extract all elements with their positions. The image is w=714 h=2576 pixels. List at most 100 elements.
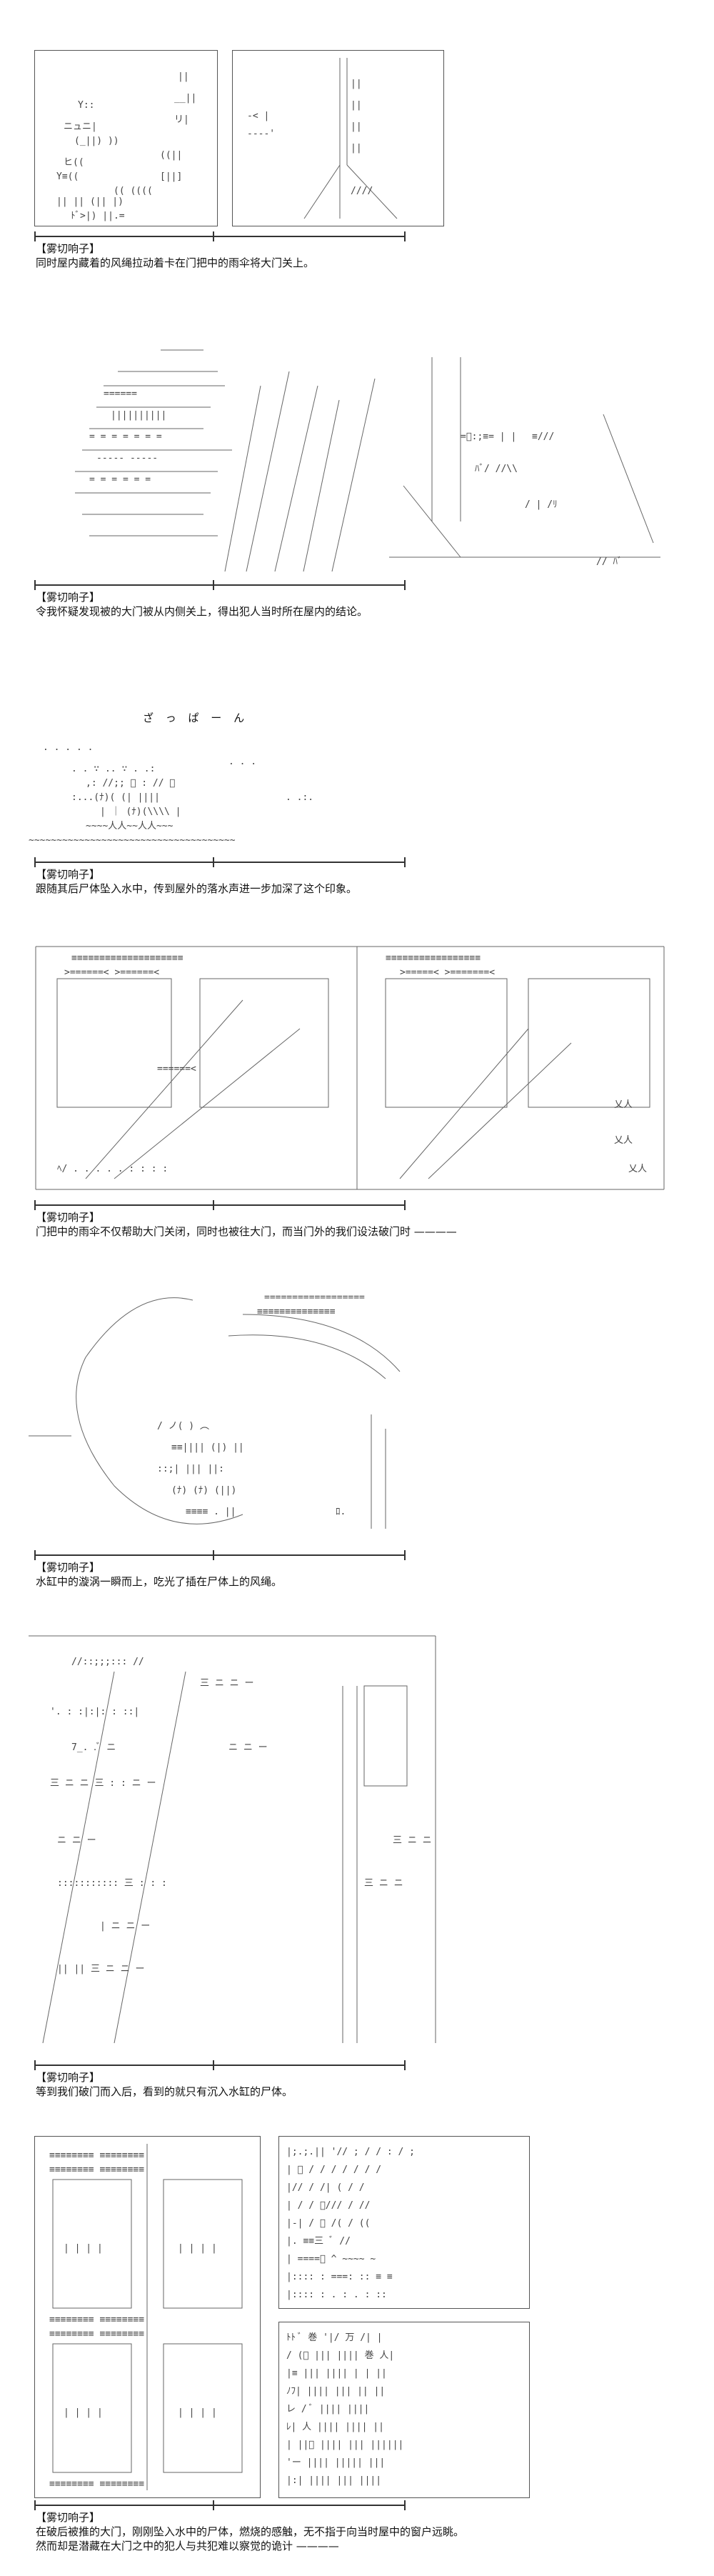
svg-text:|:| |||| ||| ||||: |:| |||| ||| |||| [286,2475,381,2486]
svg-text:| ====ﾞ ^ ~~~~ ~: | ====ﾞ ^ ~~~~ ~ [286,2254,376,2265]
aa-art-panel-1-right: -< | ----' || || || || //// [232,50,444,226]
svg-text:| | | |: | | | | [178,2243,217,2254]
svg-text:((||: ((|| [160,150,182,161]
aa-art-panel-6: //::;;;::: // 三 ニ ニ ー '. : :|:|: : ::| 7… [29,1629,450,2057]
svg-text:>======< >======<: >======< >======< [64,967,159,978]
svg-text:/ ノ( ) ︵: / ノ( ) ︵ [157,1421,209,1432]
caption-line: 跟随其后尸体坠入水中，传到屋外的落水声进一步加深了这个印象。 [36,882,358,895]
svg-text:(_||) )): (_||) )) [74,136,119,146]
svg-text:| | | |: | | | | [178,2407,217,2418]
svg-text:レ / ﾞ |||| ||||: レ / ﾞ |||| |||| [286,2404,369,2415]
caption-panel-2: 【雾切响子】 令我怀疑发现被的大门被从内侧关上，得出犯人当时所在屋内的结论。 [36,590,368,619]
timeline-divider [34,580,406,590]
sound-effect: ざ っ ぱ ー ん [143,712,249,724]
svg-text:| | | |: | | | | [64,2407,103,2418]
svg-text:|. ≡≡三 ﾞ //: |. ≡≡三 ﾞ // [286,2236,351,2247]
svg-text:. .:.: . .:. [286,792,313,803]
svg-text:ﾉﾌ| |||| ||| || ||: ﾉﾌ| |||| ||| || || [286,2386,385,2397]
svg-text:||: || [351,121,362,132]
svg-text:三 ニ ニ: 三 ニ ニ [393,1835,432,1846]
svg-text:ﾄﾄ ﾞ 巻 '|/ 万 /| |: ﾄﾄ ﾞ 巻 '|/ 万 /| | [286,2332,383,2343]
svg-text:三 ニ ニ 三 : : ニ ー: 三 ニ ニ 三 : : ニ ー [50,1778,156,1789]
caption-line: 然而却是潜藏在大门之中的犯人与共犯难以察觉的诡计 ———— [36,2540,339,2552]
caption-panel-7: 【雾切响子】 在破后被推的大门，刚刚坠入水中的尸体，燃烧的感触，无不指于向当时屋… [36,2510,464,2553]
sfx-text: ざ っ ぱ ー ん [143,711,248,725]
speaker-name: 【雾切响子】 [36,1561,101,1574]
caption-line: 门把中的雨伞不仅帮助大门关闭，同时也被往大门，而当门外的我们设法破门时 ———— [36,1225,457,1238]
svg-text:≡≡≡≡ . ||: ≡≡≡≡ . || [186,1507,236,1517]
timeline-divider [34,231,406,241]
svg-text:======<: ======< [157,1064,196,1074]
svg-text:. . . . .: . . . . . [43,742,93,753]
aa-art-panel-5: ================== ≡≡≡≡≡≡≡≡≡≡≡≡≡≡ / ノ( )… [29,1272,443,1550]
speaker-name: 【雾切响子】 [36,868,101,881]
aa-art-panel-7-right-top: |;.;.|| '// ; / / : / ; | ﾞ / / / / / / … [278,2136,530,2309]
svg-text:ニュニ|: ニュニ| [64,121,97,132]
svg-text:ﾍ/ . . . . . : : : :: ﾍ/ . . . . . : : : : [57,1164,168,1174]
svg-text:≡≡≡≡≡≡≡≡ ≡≡≡≡≡≡≡≡: ≡≡≡≡≡≡≡≡ ≡≡≡≡≡≡≡≡ [49,2479,144,2490]
svg-text:/ | /ﾘ: / | /ﾘ [525,499,558,510]
svg-text:// ﾊﾞ: // ﾊﾞ [596,556,622,567]
svg-text:(( ((((: (( (((( [114,186,153,196]
svg-text:| / / ﾞ/// / //: | / / ﾞ/// / // [286,2200,370,2211]
svg-text:>=====< >=======<: >=====< >=======< [400,967,495,978]
svg-text:. . ∵ .. ∵ . .:: . . ∵ .. ∵ . .: [71,764,155,774]
speaker-name: 【雾切响子】 [36,1211,101,1224]
svg-text:'ー |||| ||||| |||: 'ー |||| ||||| ||| [286,2457,385,2468]
aa-art-panel-2: ====== |||||||||| = = = = = = = ----- --… [32,343,668,579]
svg-text:ニ ニ ー: ニ ニ ー [228,1742,268,1753]
svg-text::...(ﾅ)( (| ||||: :...(ﾅ)( (| |||| [71,792,160,803]
svg-text:=ﾞ:;≡= | |: =ﾞ:;≡= | | [461,431,516,442]
svg-text:|-| / ﾞ /( / ((: |-| / ﾞ /( / (( [286,2218,370,2229]
svg-text:||: || [178,71,189,82]
svg-text:≡≡≡≡≡≡≡≡≡≡≡≡≡≡: ≡≡≡≡≡≡≡≡≡≡≡≡≡≡ [257,1307,336,1317]
aa-art-panel-1-left: || __|| リ| Y:: ニュニ| (_||) )) ヒ(( Y≡(( ((… [34,50,218,226]
caption-line: 同时屋内藏着的风绳拉动着卡在门把中的雨伞将大门关上。 [36,256,315,269]
timeline-divider [34,2500,406,2510]
speaker-name: 【雾切响子】 [36,591,101,604]
svg-text:乂人: 乂人 [614,1099,633,1110]
svg-text:|:::: : . : . : ::: |:::: : . : . : :: [286,2290,387,2300]
aa-art-panel-7-left: ≡≡≡≡≡≡≡≡ ≡≡≡≡≡≡≡≡ ≡≡≡≡≡≡≡≡ ≡≡≡≡≡≡≡≡ ≡≡≡≡… [34,2136,261,2498]
aa-art-panel-3: . . . . . . . ∵ .. ∵ . .: ,: //;; ﾞ : //… [29,707,428,850]
svg-text:======: ====== [104,389,137,399]
caption-panel-5: 【雾切响子】 水缸中的漩涡一瞬而上，吃光了插在尸体上的风绳。 [36,1560,282,1589]
svg-text:ヒ((: ヒ(( [64,157,84,168]
caption-line: 水缸中的漩涡一瞬而上，吃光了插在尸体上的风绳。 [36,1575,283,1588]
svg-text:| | | |: | | | | [64,2243,103,2254]
svg-text:7_. .ﾞ ニ: 7_. .ﾞ ニ [71,1742,116,1753]
svg-text:ﾛ.: ﾛ. [336,1507,346,1517]
svg-text:≡≡≡≡≡≡≡≡ ≡≡≡≡≡≡≡≡: ≡≡≡≡≡≡≡≡ ≡≡≡≡≡≡≡≡ [49,2315,144,2325]
svg-text:乂人: 乂人 [628,1164,647,1174]
caption-line: 令我怀疑发现被的大门被从内侧关上，得出犯人当时所在屋内的结论。 [36,605,368,618]
caption-panel-1: 【雾切响子】 同时屋内藏着的风绳拉动着卡在门把中的雨伞将大门关上。 [36,241,314,270]
svg-text:= = = = = =: = = = = = = [89,474,151,485]
svg-text:≡≡≡≡≡≡≡≡ ≡≡≡≡≡≡≡≡: ≡≡≡≡≡≡≡≡ ≡≡≡≡≡≡≡≡ [49,2165,144,2175]
svg-text:----': ----' [247,129,275,139]
svg-text:ﾊﾞ/ //\\: ﾊﾞ/ //\\ [475,464,518,474]
svg-text:= = = = = = =: = = = = = = = [89,431,162,442]
caption-panel-3: 【雾切响子】 跟随其后尸体坠入水中，传到屋外的落水声进一步加深了这个印象。 [36,867,357,896]
svg-text:≡≡≡≡≡≡≡≡≡≡≡≡≡≡≡≡≡: ≡≡≡≡≡≡≡≡≡≡≡≡≡≡≡≡≡ [386,953,481,964]
svg-text:≡≡≡≡≡≡≡≡ ≡≡≡≡≡≡≡≡: ≡≡≡≡≡≡≡≡ ≡≡≡≡≡≡≡≡ [49,2150,144,2161]
svg-text:-< |: -< | [247,111,269,121]
svg-text:ニ ニ ー: ニ ニ ー [57,1835,96,1846]
speaker-name: 【雾切响子】 [36,242,101,255]
svg-text:|:::: : ===: :: ≡ ≡: |:::: : ===: :: ≡ ≡ [286,2272,393,2282]
caption-panel-4: 【雾切响子】 门把中的雨伞不仅帮助大门关闭，同时也被往大门，而当门外的我们设法破… [36,1210,457,1239]
svg-text:||: || [351,100,362,111]
svg-text:||: || [351,143,362,154]
aa-art-panel-4: ≡≡≡≡≡≡≡≡≡≡≡≡≡≡≡≡≡≡≡≡ ≡≡≡≡≡≡≡≡≡≡≡≡≡≡≡≡≡ >… [29,943,671,1193]
svg-text:::;| ||| ||:: ::;| ||| ||: [157,1464,224,1474]
svg-text:| ||ﾞ |||| ||| ||||||: | ||ﾞ |||| ||| |||||| [286,2440,403,2450]
caption-line: 在破后被推的大门，刚刚坠入水中的尸体，燃烧的感触，无不指于向当时屋中的窗户远眺。 [36,2525,465,2538]
svg-text:/ (ﾞ ||| |||| 巻 人|: / (ﾞ ||| |||| 巻 人| [286,2350,394,2361]
svg-text:三 ニ ニ ー: 三 ニ ニ ー [200,1678,253,1689]
aa-art-panel-7-right-bottom: ﾄﾄ ﾞ 巻 '|/ 万 /| | / (ﾞ ||| |||| 巻 人| |≡ … [278,2322,530,2498]
speaker-name: 【雾切响子】 [36,2511,101,2524]
svg-text:≡≡|||| (|) ||: ≡≡|||| (|) || [171,1442,244,1453]
svg-text:||||||||||: |||||||||| [111,410,166,421]
caption-line: 等到我们破门而入后，看到的就只有沉入水缸的尸体。 [36,2085,293,2098]
svg-text:乂人: 乂人 [614,1135,633,1146]
svg-text:,: //;; ﾞ : // ﾞ: ,: //;; ﾞ : // ﾞ [86,778,175,789]
